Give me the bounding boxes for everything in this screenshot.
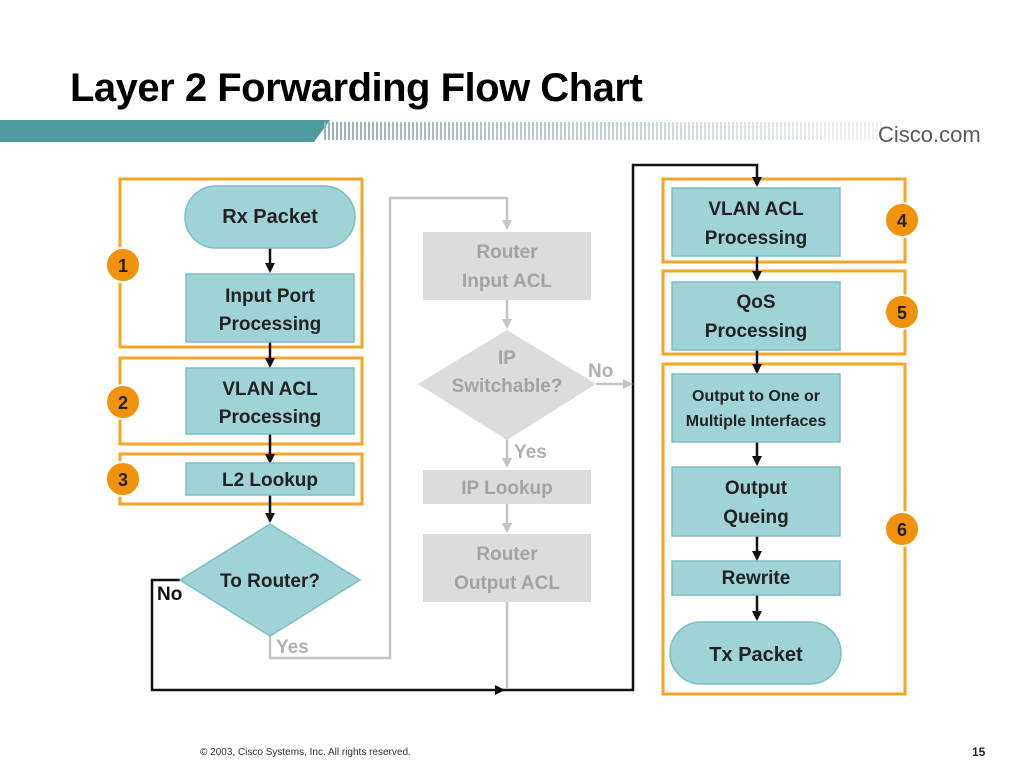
badge-6-label: 6 [897,520,907,540]
node-l2-lookup-label: L2 Lookup [222,470,318,491]
node-ip-lookup-label: IP Lookup [461,478,552,499]
node-input-port-line2: Processing [219,314,321,335]
node-vlan-acl-in-line2: Processing [219,407,321,428]
badge-4: 4 [884,202,920,238]
node-vlan-acl-out-line2: Processing [705,228,807,249]
edge-label-to-router-no: No [157,584,182,605]
cisco-logo: Cisco.com [878,122,981,147]
node-output-interfaces-line2: Multiple Interfaces [686,413,827,430]
node-vlan-acl-in: VLAN ACL Processing [185,367,355,435]
node-output-queing-line2: Queing [723,507,788,528]
node-input-port-processing: Input Port Processing [185,273,355,343]
badge-5-label: 5 [897,303,907,323]
badge-2-label: 2 [118,393,128,413]
edge-label-to-router-yes: Yes [276,637,309,658]
node-qos-line1: QoS [736,292,775,313]
node-to-router-decision: To Router? [178,523,362,637]
badge-6: 6 [884,511,920,547]
node-ip-lookup: IP Lookup [423,470,591,504]
edge-to-router-yes [268,196,512,660]
header-banner [0,120,882,142]
badge-2: 2 [105,384,141,420]
node-output-interfaces: Output to One or Multiple Interfaces [671,373,841,443]
node-vlan-acl-in-line1: VLAN ACL [222,379,318,400]
edge-label-switchable-no: No [588,361,613,382]
copyright-footer: © 2003, Cisco Systems, Inc. All rights r… [200,747,411,758]
node-tx-packet-label: Tx Packet [709,644,803,666]
node-qos-line2: Processing [705,321,807,342]
badge-1-label: 1 [118,256,128,276]
node-l2-lookup: L2 Lookup [185,462,355,496]
node-to-router-label: To Router? [220,571,320,592]
badge-4-label: 4 [897,211,907,231]
node-rx-packet: Rx Packet [184,185,356,249]
edge-label-switchable-yes: Yes [514,442,547,463]
banner-bar [0,120,330,142]
node-router-output-acl-line1: Router [476,544,538,565]
badge-3: 3 [105,461,141,497]
node-router-output-acl-line2: Output ACL [454,573,560,594]
node-router-input-acl-line2: Input ACL [462,271,552,292]
node-input-port-line1: Input Port [225,286,315,307]
node-output-queing-line1: Output [725,478,788,499]
page-number: 15 [972,745,986,759]
node-router-output-acl: Router Output ACL [423,534,591,602]
edge-bottom-to-output [500,163,762,692]
node-rx-packet-label: Rx Packet [222,206,318,228]
node-ip-switchable-decision: IP Switchable? [418,330,596,440]
node-vlan-acl-out: VLAN ACL Processing [671,187,841,257]
node-output-queing: Output Queing [671,466,841,537]
badge-5: 5 [884,294,920,330]
node-rewrite-label: Rewrite [722,568,791,589]
badge-3-label: 3 [118,470,128,490]
node-qos-processing: QoS Processing [671,281,841,351]
node-rewrite: Rewrite [671,560,841,596]
node-vlan-acl-out-line1: VLAN ACL [708,199,804,220]
node-ip-switchable-line2: Switchable? [452,376,563,397]
node-router-input-acl: Router Input ACL [423,232,591,300]
edge-to-router-no [150,578,505,695]
node-ip-switchable-line1: IP [498,348,516,369]
node-router-input-acl-line1: Router [476,242,538,263]
node-tx-packet: Tx Packet [669,621,842,685]
badge-1: 1 [105,247,141,283]
node-output-interfaces-line1: Output to One or [692,388,820,405]
slide-title: Layer 2 Forwarding Flow Chart [70,66,643,110]
